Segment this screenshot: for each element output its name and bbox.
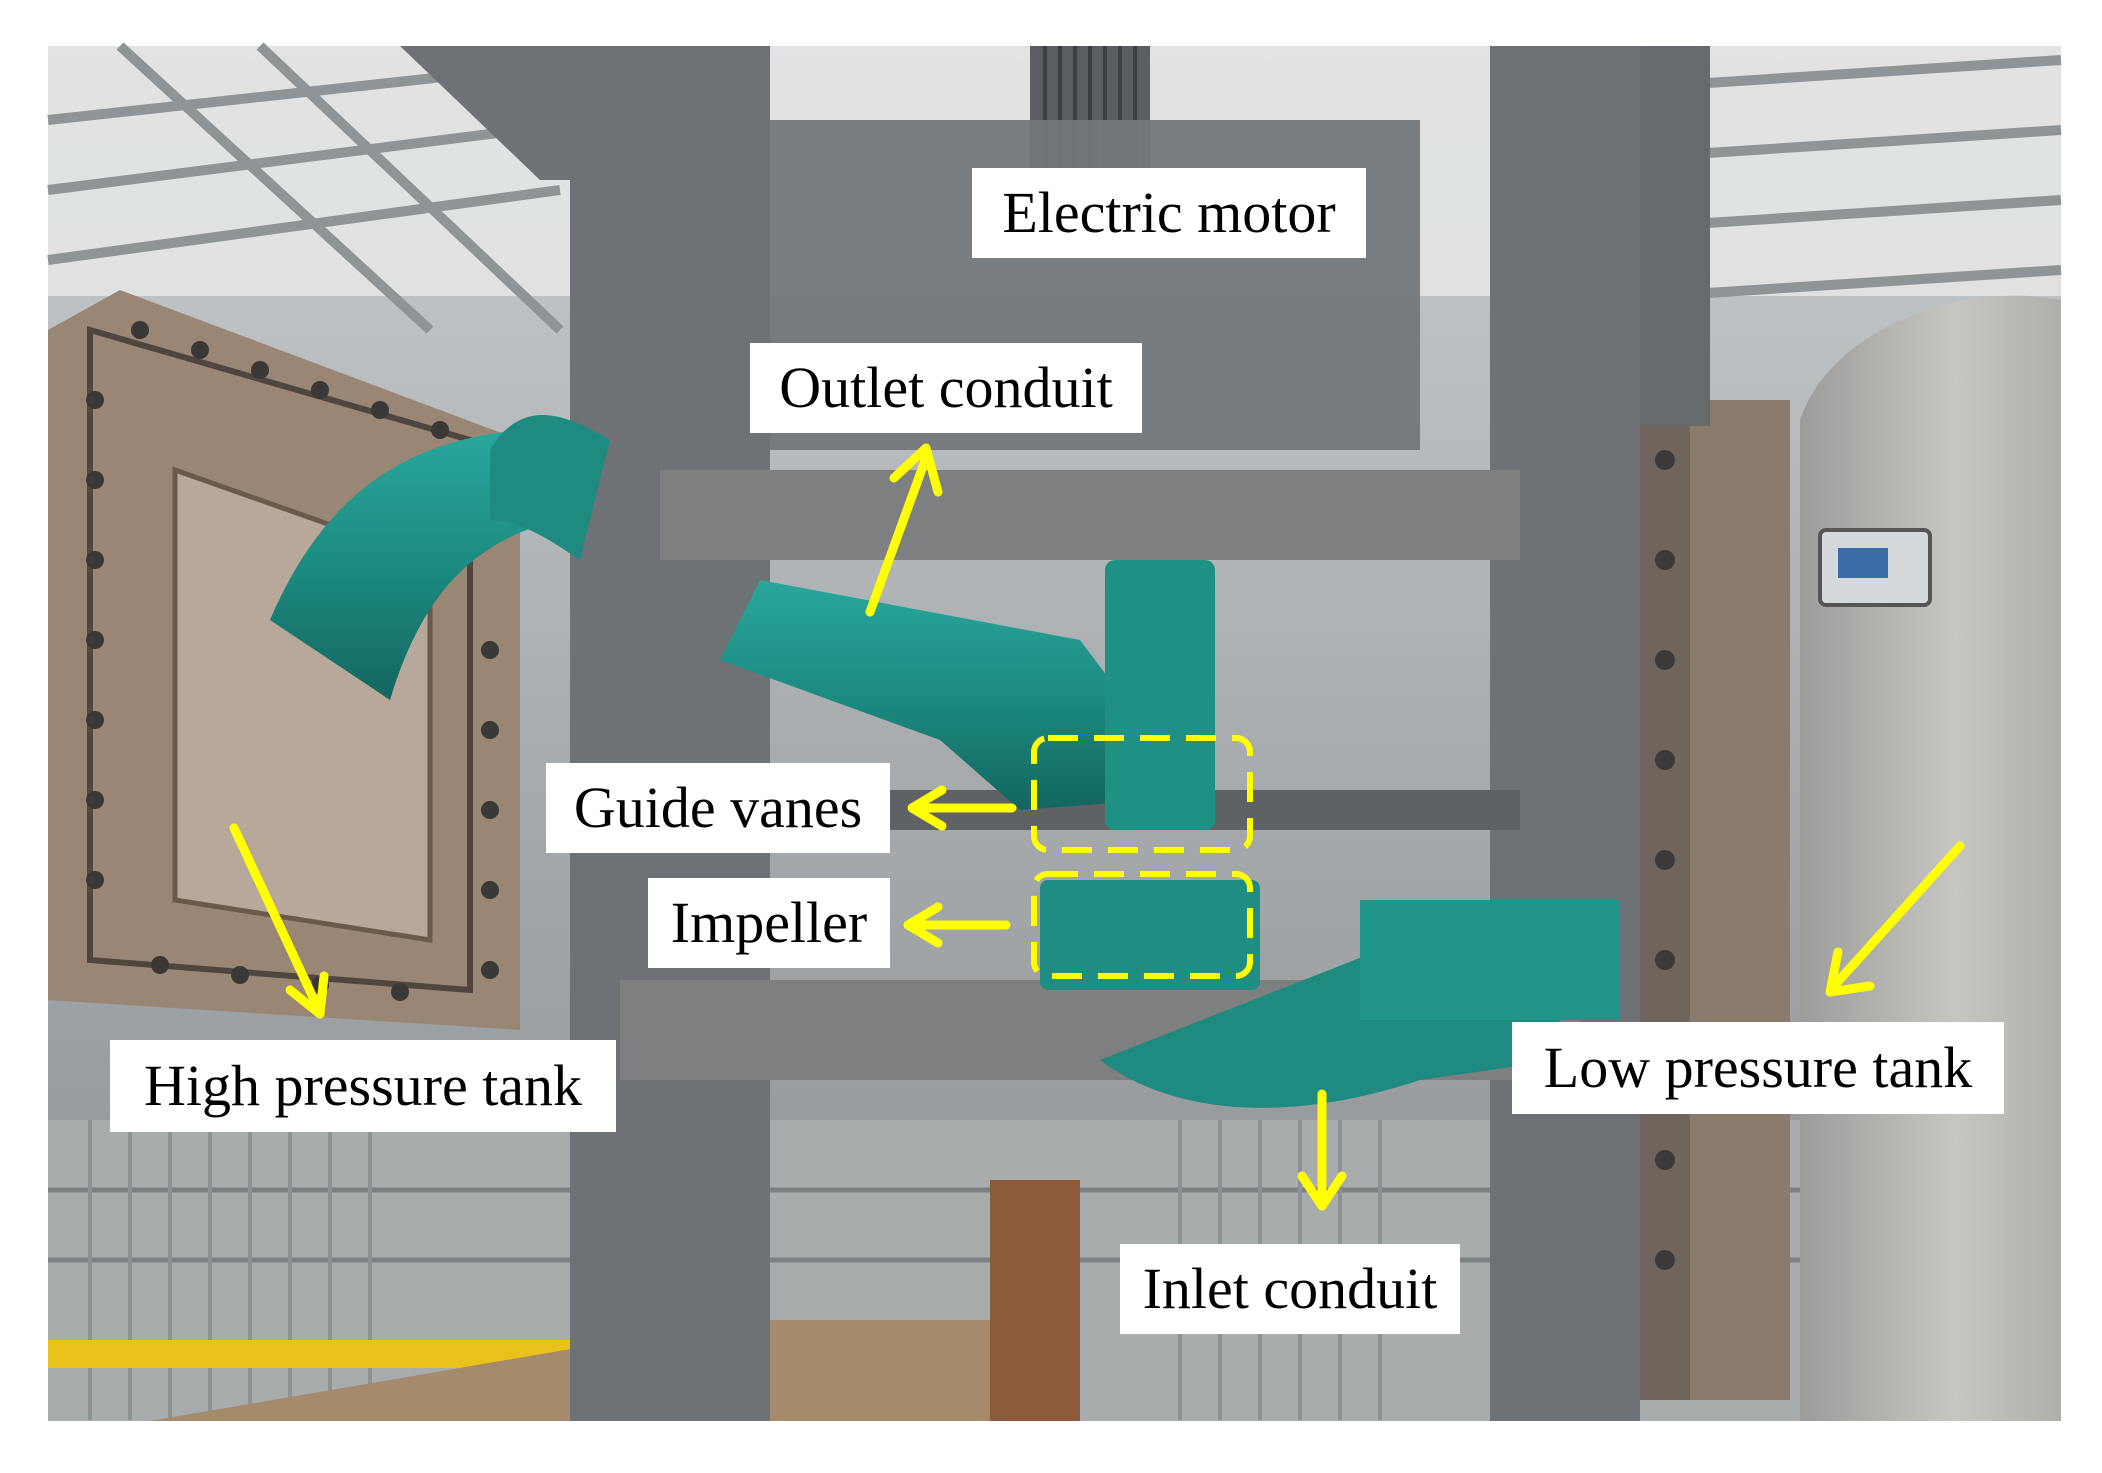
annotation-arrows (229, 443, 1965, 1211)
low-pressure-tank (1640, 295, 2061, 1421)
guide-vanes-label: Guide vanes (546, 763, 890, 853)
inlet-arrow (1297, 1089, 1347, 1211)
outlet-arrow (865, 443, 943, 617)
high-pressure-arrow (229, 823, 329, 1019)
inlet-conduit-label: Inlet conduit (1120, 1244, 1460, 1334)
pump-pipework (270, 415, 1620, 1108)
high-pressure-tank-label: High pressure tank (110, 1040, 616, 1132)
low-pressure-arrow (1825, 841, 1965, 997)
electric-motor-label: Electric motor (972, 168, 1366, 258)
low-pressure-tank-label: Low pressure tank (1512, 1022, 2004, 1114)
guide-vanes-highlight (1031, 735, 1253, 853)
guide-vanes-arrow (907, 785, 1017, 831)
outlet-conduit-label: Outlet conduit (750, 343, 1142, 433)
impeller-arrow (903, 902, 1011, 948)
impeller-label: Impeller (648, 878, 890, 968)
impeller-highlight (1031, 871, 1253, 979)
